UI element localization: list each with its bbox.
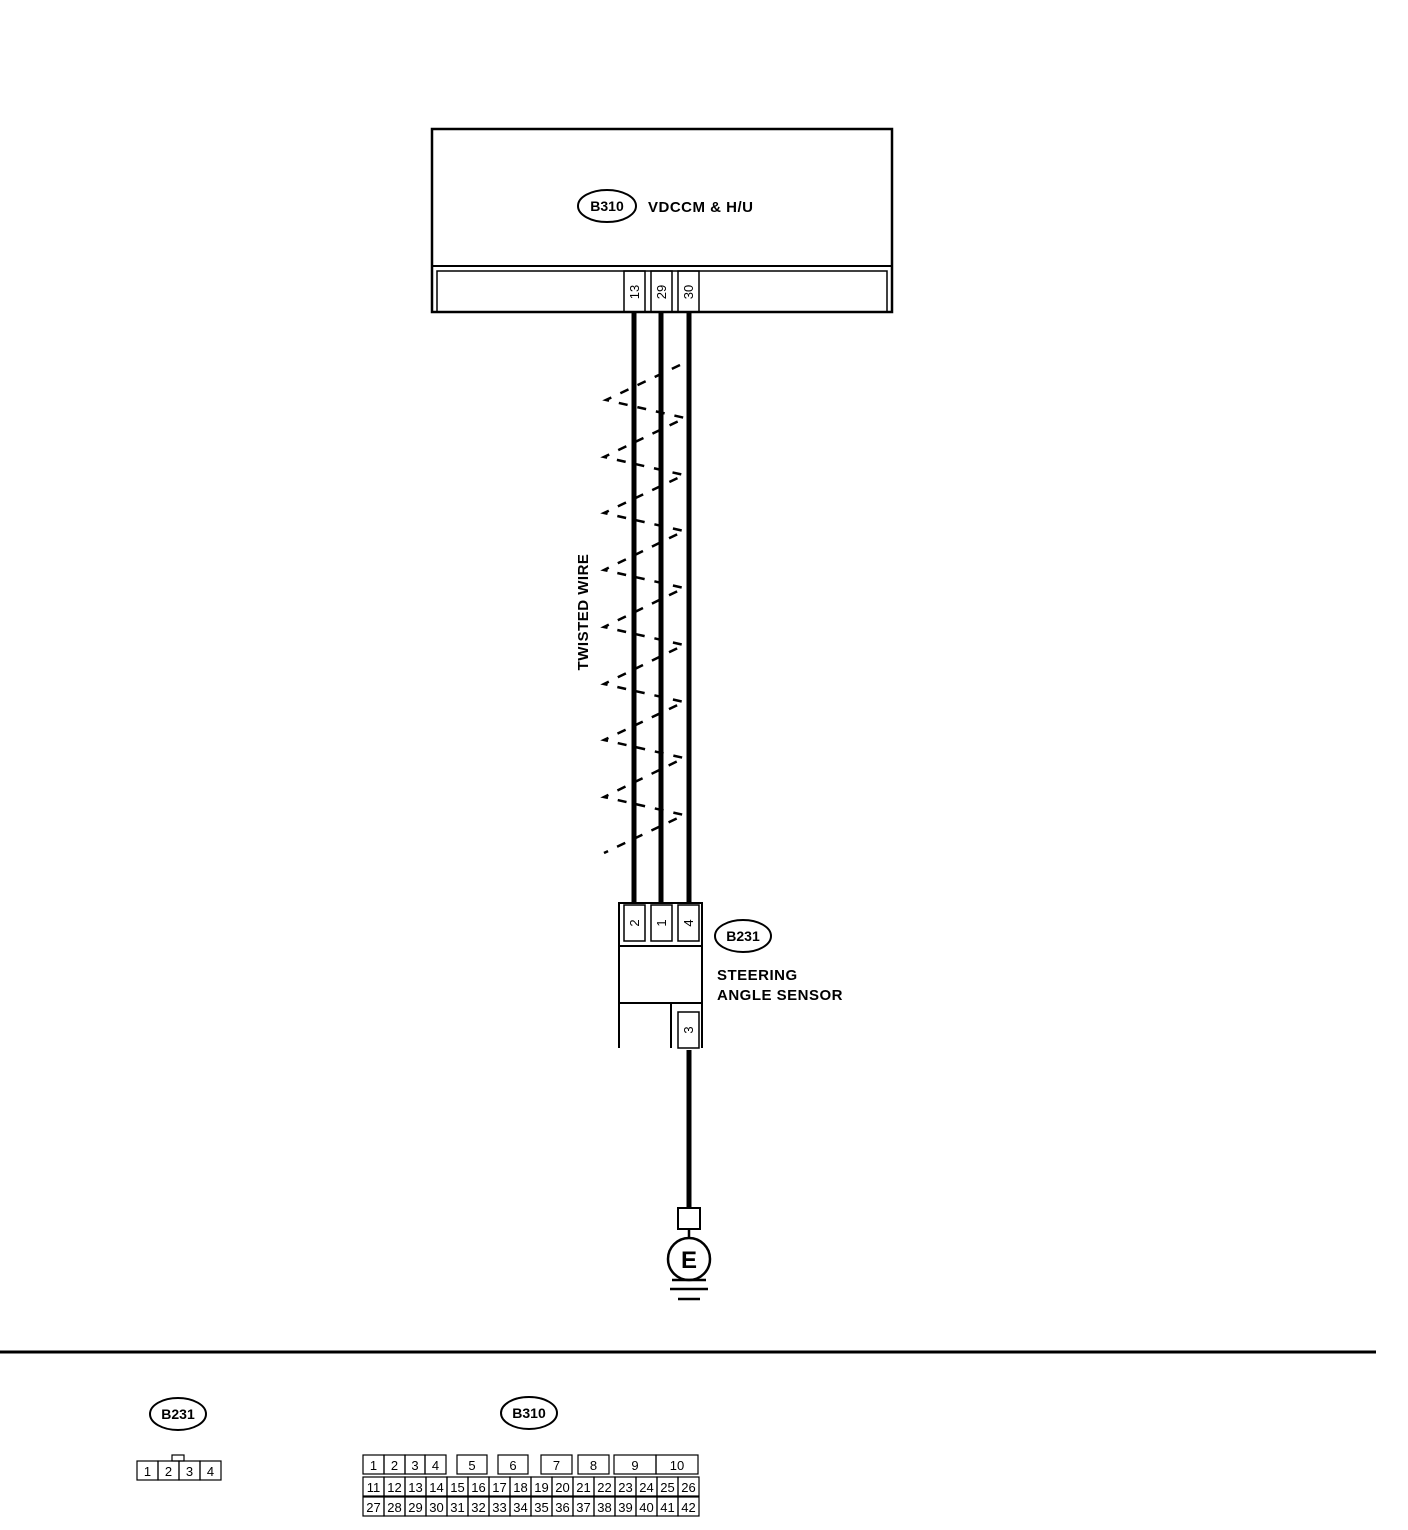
module-connector-tag-text: B310 bbox=[590, 198, 624, 214]
connector-pin-number: 14 bbox=[429, 1480, 443, 1495]
ground-symbol: E bbox=[666, 1207, 712, 1301]
sensor-pin-3: 3 bbox=[681, 1026, 696, 1033]
sensor-name-line1: STEERING bbox=[717, 967, 798, 984]
connector-pin-number: 22 bbox=[597, 1480, 611, 1495]
connector-pin-number: 11 bbox=[367, 1480, 381, 1495]
module-pin-29: 29 bbox=[654, 285, 669, 299]
sensor-pin-box-1 bbox=[650, 904, 673, 942]
connector-pin-number: 12 bbox=[387, 1480, 401, 1495]
connector-pin-number: 26 bbox=[681, 1480, 695, 1495]
twisted-wire-label: TWISTED WIRE bbox=[575, 554, 592, 671]
module-name: VDCCM & H/U bbox=[648, 199, 754, 216]
connector-pin-number: 32 bbox=[471, 1500, 485, 1515]
connector-pin-number: 29 bbox=[408, 1500, 422, 1515]
connector-pin-number: 2 bbox=[165, 1464, 172, 1479]
connector-pin-number: 30 bbox=[429, 1500, 443, 1515]
connector-cell bbox=[540, 1454, 573, 1475]
connector-pin-number: 8 bbox=[590, 1458, 597, 1473]
connector-pin-number: 23 bbox=[618, 1480, 632, 1495]
connector-pin-number: 37 bbox=[576, 1500, 590, 1515]
connector-cell bbox=[497, 1454, 529, 1475]
wires bbox=[631, 312, 692, 1208]
connector-cell bbox=[456, 1454, 488, 1475]
connector-pin-number: 38 bbox=[597, 1500, 611, 1515]
connector-pin-number: 2 bbox=[391, 1458, 398, 1473]
connector-pin-number: 39 bbox=[618, 1500, 632, 1515]
connector-pin-number: 3 bbox=[186, 1464, 193, 1479]
connector-pin-number: 3 bbox=[411, 1458, 418, 1473]
steering-angle-sensor: 2 1 4 3 B231 STEERING ANGLE SENSOR bbox=[618, 902, 843, 1049]
connector-cell bbox=[655, 1454, 699, 1475]
connector-pin-number: 35 bbox=[534, 1500, 548, 1515]
connector-cell bbox=[677, 1496, 700, 1517]
connector-pin-number: 18 bbox=[513, 1480, 527, 1495]
connector-pin-number: 31 bbox=[450, 1500, 464, 1515]
connector-pin-number: 1 bbox=[144, 1464, 151, 1479]
legend-b310-tag: B310 bbox=[512, 1405, 546, 1421]
connector-pin-number: 17 bbox=[492, 1480, 506, 1495]
connector-pin-number: 41 bbox=[660, 1500, 674, 1515]
connector-pin-number: 7 bbox=[553, 1458, 560, 1473]
connector-pin-number: 4 bbox=[207, 1464, 214, 1479]
connector-pin-number: 5 bbox=[468, 1458, 475, 1473]
connector-pin-number: 33 bbox=[492, 1500, 506, 1515]
connector-pin-number: 4 bbox=[432, 1458, 439, 1473]
connector-pin-number: 1 bbox=[370, 1458, 377, 1473]
legend-b231-tag: B231 bbox=[161, 1406, 195, 1422]
module-pin-13: 13 bbox=[627, 285, 642, 299]
sensor-pin-1: 1 bbox=[654, 919, 669, 926]
connector-pin-number: 40 bbox=[639, 1500, 653, 1515]
sensor-pin-box-2 bbox=[623, 904, 646, 942]
sensor-name-line2: ANGLE SENSOR bbox=[717, 987, 843, 1004]
connector-pin-number: 16 bbox=[471, 1480, 485, 1495]
ground-letter: E bbox=[681, 1247, 697, 1274]
sensor-connector-tag bbox=[714, 919, 772, 953]
module-connector-tag bbox=[577, 189, 637, 223]
connector-pin-number: 10 bbox=[670, 1458, 684, 1473]
sensor-pin-box-4 bbox=[677, 904, 700, 942]
connector-pin-number: 13 bbox=[408, 1480, 422, 1495]
sensor-pin-2: 2 bbox=[627, 919, 642, 926]
twisted-wire-marker bbox=[600, 363, 689, 855]
connector-pin-number: 15 bbox=[450, 1480, 464, 1495]
connector-pin-number: 6 bbox=[509, 1458, 516, 1473]
vdccm-module: B310 VDCCM & H/U 13 29 30 bbox=[430, 127, 894, 314]
module-pin-30: 30 bbox=[681, 285, 696, 299]
sensor-pin-4: 4 bbox=[681, 919, 696, 926]
connector-pin-number: 9 bbox=[631, 1458, 638, 1473]
connector-pin-number: 20 bbox=[555, 1480, 569, 1495]
sensor-pin-box-3 bbox=[677, 1011, 700, 1049]
connector-cell bbox=[677, 1476, 700, 1497]
connector-cell bbox=[199, 1460, 222, 1481]
connector-pin-number: 28 bbox=[387, 1500, 401, 1515]
connector-pin-number: 34 bbox=[513, 1500, 527, 1515]
connector-pin-number: 24 bbox=[639, 1480, 653, 1495]
connector-pin-number: 21 bbox=[576, 1480, 590, 1495]
connector-pin-number: 36 bbox=[555, 1500, 569, 1515]
connector-cell bbox=[577, 1454, 610, 1475]
sensor-connector-tag-text: B231 bbox=[726, 928, 760, 944]
connector-pin-number: 42 bbox=[681, 1500, 695, 1515]
connector-pin-number: 27 bbox=[366, 1500, 380, 1515]
connector-cell bbox=[424, 1454, 447, 1475]
connector-pin-number: 19 bbox=[534, 1480, 548, 1495]
connector-pin-number: 25 bbox=[660, 1480, 674, 1495]
